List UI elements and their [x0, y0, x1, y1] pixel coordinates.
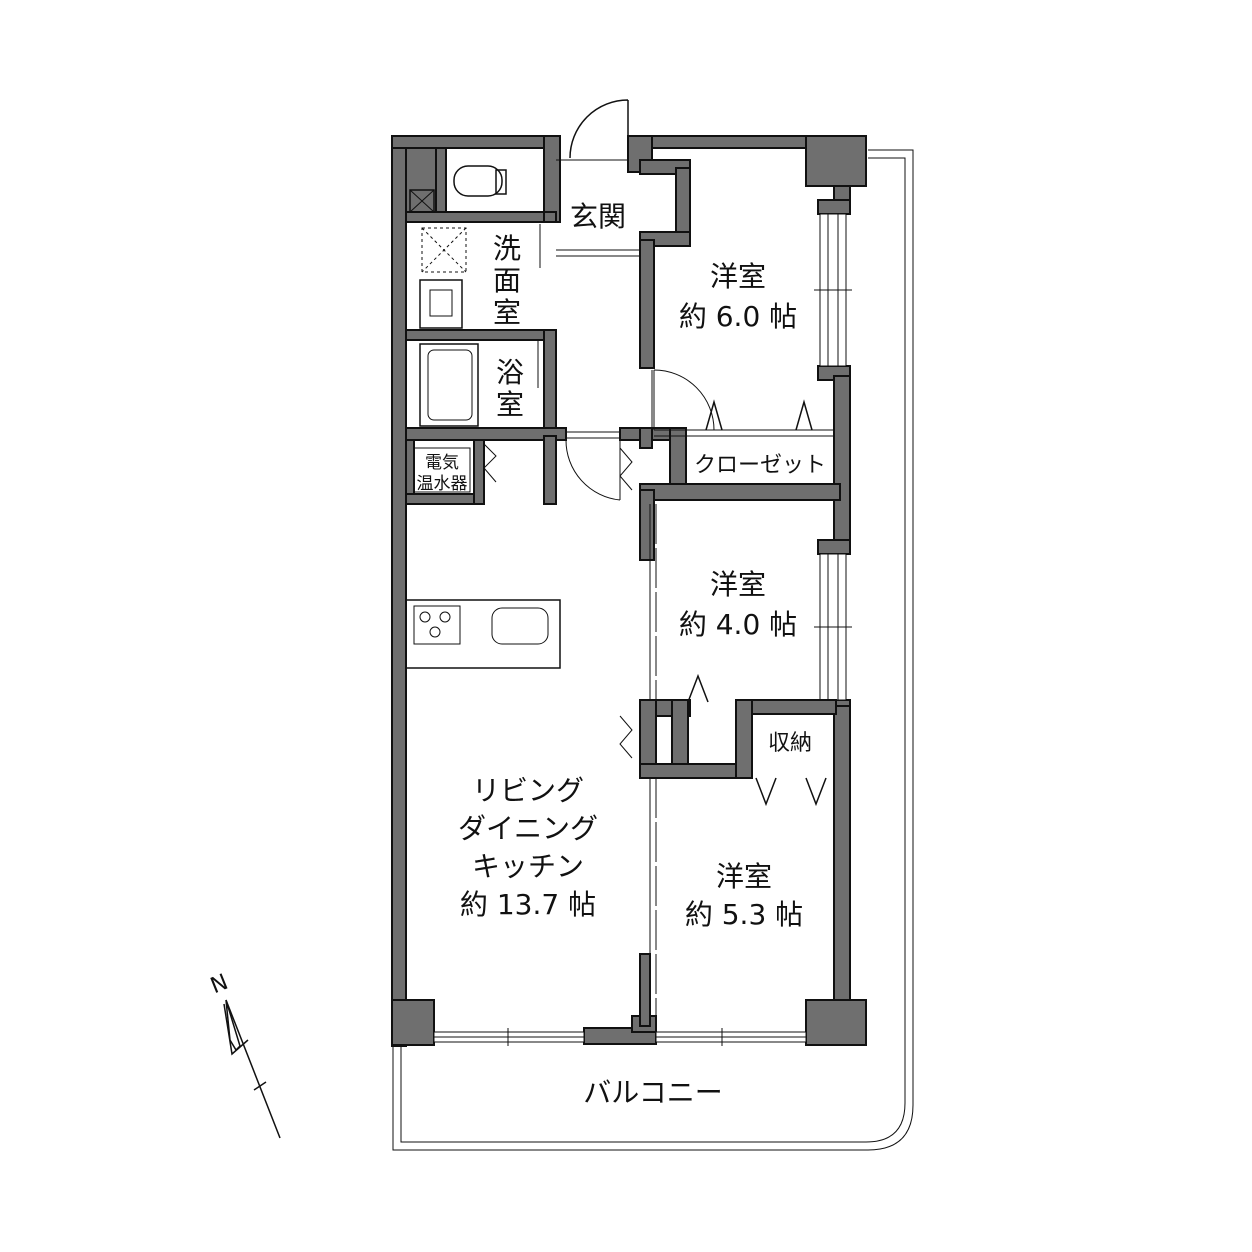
room-labels: 玄関 洗 面 室 浴 室 電気 温水器 クローゼット 収納 洋室 約 6.0 帖…	[417, 200, 827, 1109]
senmen-label-1: 洗	[493, 232, 521, 265]
side-windows	[814, 213, 852, 701]
closet-label: クローゼット	[694, 453, 826, 478]
outer-walls	[391, 135, 867, 1047]
north-label: N	[207, 970, 232, 999]
interior-walls	[405, 135, 841, 1027]
compass: N	[207, 970, 281, 1139]
sliding-partitions	[649, 504, 657, 1016]
water-heater-label-1: 電気	[425, 453, 459, 473]
senmen-label-2: 面	[493, 264, 521, 297]
fixtures	[405, 165, 561, 669]
yoku-label-1: 浴	[496, 356, 524, 389]
ldk-label-2: ダイニング	[458, 812, 598, 845]
doors	[483, 99, 827, 807]
genkan-label: 玄関	[570, 200, 626, 233]
senmen-label-3: 室	[493, 296, 521, 329]
room3-name: 洋室	[716, 860, 772, 893]
room2-name: 洋室	[710, 568, 766, 601]
ldk-label-3: キッチン	[472, 850, 584, 883]
storage-label: 収納	[768, 731, 812, 756]
ldk-size: 約 13.7 帖	[460, 888, 596, 921]
balcony-windows	[433, 1028, 807, 1046]
yoku-label-2: 室	[496, 388, 524, 421]
room1-name: 洋室	[710, 260, 766, 293]
water-heater-label-2: 温水器	[417, 474, 468, 494]
balcony-label: バルコニー	[583, 1076, 722, 1109]
room3-size: 約 5.3 帖	[685, 898, 803, 931]
ldk-label-1: リビング	[472, 774, 584, 807]
balcony-outline-inner	[400, 157, 906, 1143]
balcony-outline	[392, 149, 914, 1151]
hallway-lines	[556, 159, 834, 439]
room2-size: 約 4.0 帖	[679, 608, 797, 641]
room1-size: 約 6.0 帖	[679, 300, 797, 333]
